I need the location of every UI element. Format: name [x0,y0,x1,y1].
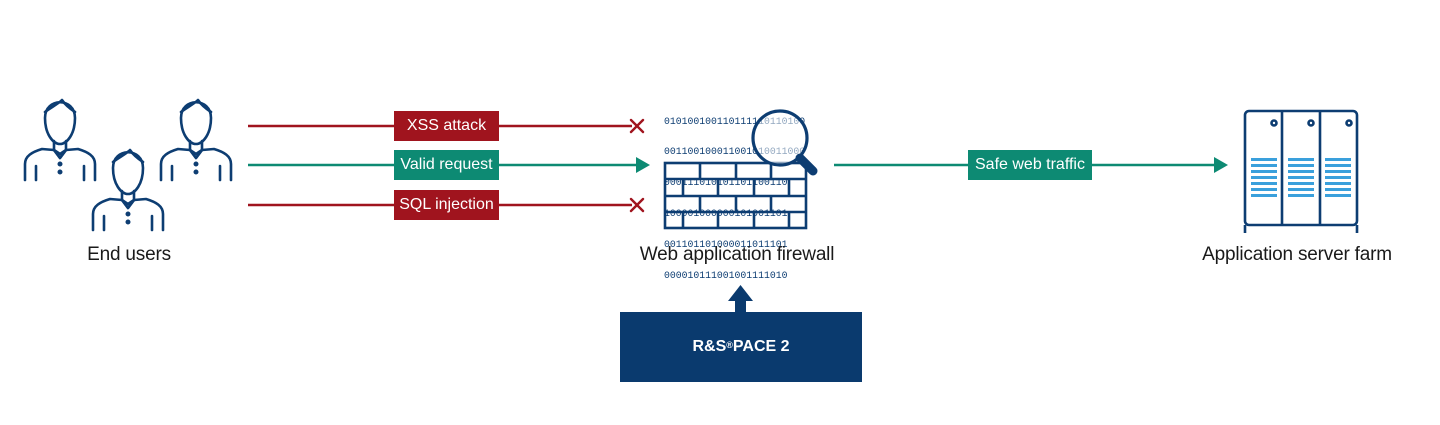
flow-label-valid: Valid request [394,150,499,180]
registered-mark: ® [726,340,733,350]
user-icon [91,148,165,232]
binary-data-block: 010100100110111110110100 001100100011001… [664,96,812,302]
engine-brand: R&S [692,338,727,355]
caption-server-farm: Application server farm [1202,244,1392,265]
arrow-right-icon [1214,157,1228,173]
binary-line: 100001000000101001101 [664,208,788,220]
caption-firewall: Web application firewall [639,244,835,265]
arrow-right-icon [636,157,650,173]
caption-end-users: End users [87,244,171,265]
user-icon [159,98,233,182]
binary-line: 000111010101101100110 [664,177,788,189]
binary-line: 010100100110111110110100 [664,115,806,127]
user-icon [23,98,97,182]
flow-label-safe-traffic: Safe web traffic [968,150,1092,180]
binary-line: 001100100011001010011000 [664,146,806,158]
user-group-icon [23,98,233,232]
engine-product: PACE 2 [732,338,790,355]
blocked-x-icon [629,197,645,213]
binary-line: 001101101000011011101 [664,239,788,251]
arrow-up-icon [728,285,753,313]
pace2-engine-box: R&S®PACE 2 [620,312,862,382]
flow-label-sql: SQL injection [394,190,499,220]
binary-line: 000010111001001111010 [664,270,788,282]
blocked-x-icon [629,118,645,134]
flow-label-xss: XSS attack [394,111,499,141]
server-rack-icon [1243,109,1359,233]
firewall-brick-wall-icon [663,161,808,230]
